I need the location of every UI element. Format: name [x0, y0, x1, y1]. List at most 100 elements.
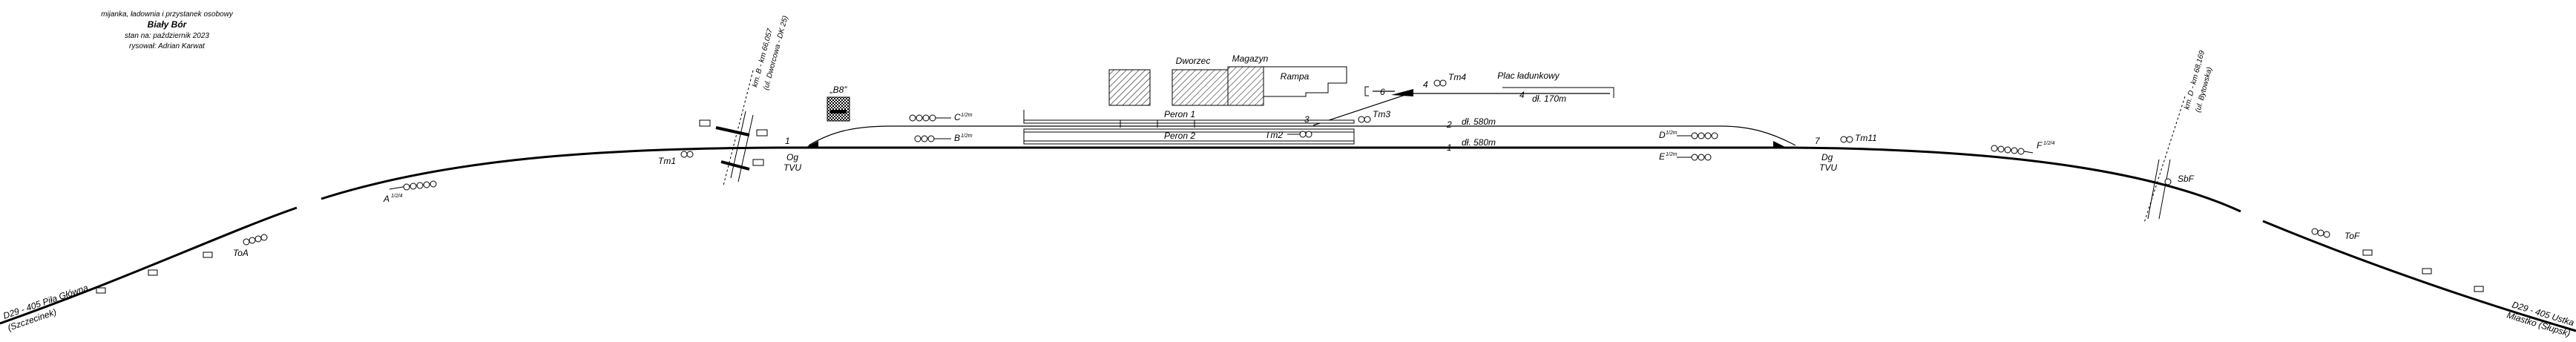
tvu-markers: Og TVU Dg TVU — [783, 152, 1837, 173]
warning-board-icon — [2474, 286, 2484, 292]
shunting-lamp-icon — [1439, 79, 1447, 87]
turnout-3-number: 3 — [1304, 114, 1310, 125]
left-road-edge — [730, 111, 746, 179]
warning-board-icon — [2422, 268, 2432, 274]
shunting-lamp-icon — [1358, 116, 1365, 123]
signal-lamp-icon — [2317, 229, 2324, 237]
ramp — [1263, 66, 1347, 97]
signal-lamp-icon — [2311, 228, 2319, 235]
crossing-light-icon — [699, 119, 711, 127]
platforms: Peron 1 Peron 2 — [1023, 109, 1355, 145]
left-road-edge — [737, 114, 754, 182]
signal-f-post — [2023, 151, 2034, 154]
platform-2-label: Peron 2 — [1164, 131, 1195, 141]
shunting-lamp-icon — [686, 151, 694, 158]
turnout-4-number: 4 — [1423, 79, 1428, 90]
left-level-crossing: km. B - km 66,057 (ul. Dworcowa - DK 25) — [699, 15, 790, 186]
signal-lamp-icon — [416, 182, 424, 189]
track-2-number: 2 — [1446, 119, 1452, 130]
track-2-length: dł. 580m — [1462, 116, 1496, 127]
plac-length: dł. 170m — [1532, 93, 1566, 104]
signal-lamp-icon — [1698, 132, 1705, 139]
platform-1-edge — [1023, 119, 1355, 124]
turnouts: 1 3 4 7 — [785, 79, 1821, 148]
signal-lamp-icon — [1704, 154, 1712, 161]
signal-e-label: E — [1659, 151, 1666, 162]
buildings: Dworzec Magazyn Rampa „B8” Plac ładunkow… — [827, 53, 1614, 122]
rampa-label: Rampa — [1281, 71, 1310, 82]
signal-e-sup: 1/2m — [1666, 152, 1678, 157]
track-1-left-curve — [0, 206, 298, 325]
signal-lamp-icon — [430, 180, 437, 188]
header-author: rysował: Adrian Karwat — [129, 42, 206, 50]
left-road-axis — [723, 70, 754, 186]
signal-lamp-icon — [929, 114, 936, 122]
platform-1-label: Peron 1 — [1164, 109, 1195, 119]
siding-4-buffer — [1610, 87, 1614, 98]
signal-lamp-icon — [1691, 132, 1698, 139]
signal-lamp-icon — [927, 135, 935, 142]
signal-tm11: Tm11 — [1840, 133, 1877, 143]
station-name: Biały Bór — [148, 19, 188, 30]
shunting-lamp-icon — [1305, 131, 1312, 138]
signal-tof-label: ToF — [2345, 231, 2360, 241]
signal-lamp-icon — [410, 182, 417, 190]
signal-lamp-icon — [1997, 145, 2005, 153]
signal-f: F 1/2/4 — [1991, 140, 2055, 155]
turnout-7-number: 7 — [1815, 136, 1821, 146]
signal-b-sup: 1/2m — [961, 134, 973, 139]
track-1-left-curve-2 — [321, 146, 780, 200]
signal-f-sup: 1/2/4 — [2043, 141, 2055, 146]
signal-tm4: Tm4 — [1433, 72, 1466, 87]
building-dworzec — [1172, 69, 1229, 106]
shunting-lamp-icon — [1299, 131, 1307, 138]
signal-lamp-icon — [1711, 132, 1718, 139]
plac-label: Plac ładunkowy — [1497, 70, 1560, 81]
shunting-lamp-icon — [1840, 136, 1847, 143]
signal-lamp-icon — [2004, 146, 2011, 154]
signal-tm1-label: Tm1 — [658, 156, 676, 166]
track-1-right-curve — [1780, 146, 2241, 213]
signal-lamp-icon — [249, 237, 256, 244]
line-ends: D29 - 405 Piła Główna (Szczecinek) D29 -… — [1, 282, 2575, 338]
building-magazyn — [1227, 66, 1264, 106]
signal-b-label: B — [954, 133, 960, 143]
turnout-1-number: 1 — [785, 136, 790, 146]
track-2-right-branch — [1721, 125, 1796, 146]
tvu-left-id: Og — [786, 152, 798, 162]
right-road-edge — [2147, 159, 2160, 220]
signal-lamp-icon — [2011, 147, 2018, 154]
signal-tm2-label: Tm2 — [1265, 130, 1283, 140]
dworzec-label: Dworzec — [1176, 56, 1211, 66]
signal-a-label: A — [383, 194, 390, 204]
header-block: mijanka, ładownia i przystanek osobowy B… — [101, 10, 234, 50]
tvu-right-label: TVU — [1819, 162, 1837, 173]
signal-tm1: Tm1 — [658, 151, 694, 166]
shunting-lamp-icon — [680, 151, 688, 158]
platform-2-edge-bottom — [1023, 140, 1355, 145]
signal-tof: ToF — [2311, 228, 2360, 241]
track-1-right-curve-2 — [2262, 220, 2576, 332]
left-barrier-bottom — [720, 160, 750, 171]
track-1-number: 1 — [1447, 142, 1452, 153]
signal-lamp-icon — [254, 235, 262, 243]
platform-2-edge-top — [1023, 128, 1355, 133]
shelter-label: „B8” — [829, 85, 848, 95]
right-road-axis — [2143, 96, 2186, 223]
shunting-lamp-icon — [1364, 116, 1371, 123]
warning-board-icon — [148, 269, 158, 276]
siding-6-number: 6 — [1380, 87, 1385, 97]
signal-d-label: D — [1659, 130, 1666, 140]
signal-f-label: F — [2037, 140, 2043, 151]
signal-tm11-label: Tm11 — [1855, 133, 1877, 143]
signal-lamp-icon — [914, 135, 921, 142]
signal-d-sup: 1/2m — [1666, 131, 1678, 136]
warning-board-icon — [203, 251, 213, 258]
signal-lamp-icon — [1691, 154, 1698, 161]
right-road-edge — [2158, 159, 2171, 220]
siding-6-buffer — [1364, 86, 1369, 96]
track-2-left-branch — [808, 125, 891, 146]
signal-lamp-icon — [1991, 145, 1998, 152]
signal-tm4-label: Tm4 — [1448, 72, 1466, 82]
